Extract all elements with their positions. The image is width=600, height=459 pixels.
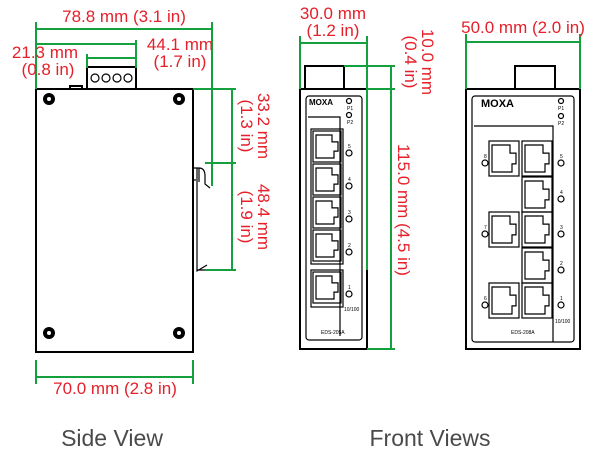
rj45-port	[521, 140, 553, 177]
rj45-port	[521, 211, 553, 248]
port-led	[557, 195, 565, 203]
terminal-width-in: (0.8 in)	[22, 60, 75, 79]
port-number-label: 5	[560, 154, 563, 160]
port-number-label: 6	[484, 296, 487, 302]
port-led	[557, 301, 565, 309]
terminal-block	[86, 66, 137, 90]
port-group-outline	[310, 128, 344, 265]
front-panel	[305, 95, 363, 341]
rj45-port	[312, 229, 342, 262]
terminal-height-mm: 10.0 mm	[418, 29, 437, 95]
port-number-label: 1	[348, 285, 351, 291]
terminal-width-mm: 21.3 mm	[12, 43, 78, 62]
model-label: EDS-205A	[321, 330, 345, 336]
rj45-port	[488, 211, 520, 248]
overall-width-label: 78.8 mm (3.1 in)	[62, 7, 186, 26]
port-led	[345, 215, 353, 223]
front-panel	[471, 95, 575, 343]
width-mm: 30.0 mm	[300, 4, 366, 23]
port-number-label: 5	[348, 144, 351, 150]
side-dimension-lines	[35, 22, 236, 384]
port-panel	[308, 116, 341, 336]
speed-label: 10/100	[555, 319, 571, 325]
width-in: (1.2 in)	[307, 21, 360, 40]
speed-label: 10/100	[344, 307, 360, 313]
rj45-port	[488, 282, 520, 319]
led-label-p1: P1	[558, 106, 564, 112]
side-view-caption: Side View	[61, 425, 163, 451]
rj45-port	[488, 140, 520, 177]
terminal-offset-in: (1.7 in)	[154, 52, 207, 71]
moxa-logo: MOXA	[309, 98, 333, 107]
port-led	[481, 230, 489, 238]
port-number-label: 8	[484, 154, 487, 160]
front1-dimension-lines	[299, 36, 395, 350]
port-group-outline	[310, 269, 344, 308]
rj45-port	[312, 163, 342, 196]
terminal-pins	[90, 73, 133, 83]
rj45-port	[521, 282, 553, 319]
body-width-label: 70.0 mm (2.8 in)	[53, 379, 177, 398]
port-led	[481, 301, 489, 309]
front2-dimension-lines	[465, 34, 581, 89]
port-led	[481, 159, 489, 167]
terminal-offset-mm: 44.1 mm	[147, 35, 213, 54]
port-number-label: 4	[560, 190, 563, 196]
port-led	[557, 230, 565, 238]
height-label: 115.0 mm (4.5 in)	[394, 144, 413, 276]
port-led	[345, 290, 353, 298]
din-height-in: (1.9 in)	[237, 191, 256, 244]
rj45-port	[312, 130, 342, 163]
side-body	[35, 88, 194, 353]
port-led	[345, 182, 353, 190]
front-views-caption: Front Views	[369, 425, 490, 451]
terminal-block-top	[514, 65, 556, 90]
din-top-mm: 33.2 mm	[254, 93, 273, 159]
model-label: EDS-208A	[511, 330, 535, 336]
port-led	[557, 266, 565, 274]
port-panel	[474, 125, 554, 342]
din-rail-clip	[193, 167, 211, 273]
port-number-label: 1	[560, 296, 563, 302]
front-view-eds-205a: MOXA P1 P2 10/100 EDS-205A 30.0 mm (1.2 …	[299, 4, 437, 350]
port-number-label: 2	[348, 243, 351, 249]
port-led	[345, 149, 353, 157]
port-number-label: 3	[560, 225, 563, 231]
port-number-label: 4	[348, 177, 351, 183]
port-number-label: 2	[560, 261, 563, 267]
rj45-port	[312, 196, 342, 229]
side-view: 78.8 mm (3.1 in) 44.1 mm (1.7 in) 21.3 m…	[12, 7, 273, 451]
led-p1	[557, 97, 565, 105]
led-p1	[345, 97, 353, 105]
terminal-height-in: (0.4 in)	[401, 36, 420, 89]
port-led	[345, 248, 353, 256]
led-p2	[557, 112, 565, 120]
device-body	[465, 88, 581, 350]
width-label: 50.0 mm (2.0 in)	[461, 18, 585, 37]
led-label-p2: P2	[347, 120, 353, 126]
led-p2	[345, 111, 353, 119]
port-led	[557, 159, 565, 167]
din-height-mm: 48.4 mm	[254, 184, 273, 250]
screws	[43, 93, 185, 339]
rj45-port	[312, 271, 342, 304]
port-number-label: 3	[348, 210, 351, 216]
moxa-logo: MOXA	[481, 98, 514, 110]
terminal-block-top	[304, 65, 345, 90]
led-label-p2: P2	[558, 121, 564, 127]
front-view-eds-208a: MOXA P1 P2 10/100 EDS-208A 50.0 mm (2.0 …	[461, 18, 585, 350]
din-top-in: (1.3 in)	[237, 100, 256, 153]
port-number-label: 7	[484, 225, 487, 231]
led-label-p1: P1	[347, 106, 353, 112]
